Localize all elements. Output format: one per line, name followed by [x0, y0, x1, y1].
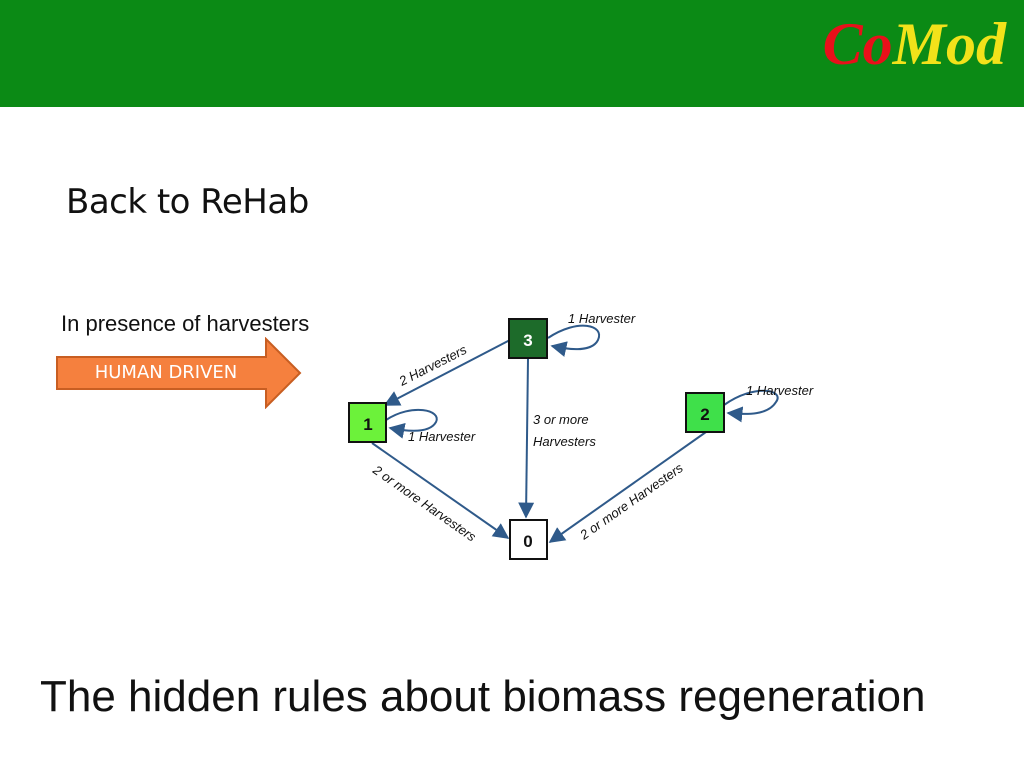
edge-label-2-to-0: 2 or more Harvesters	[576, 460, 686, 543]
state-node-0: 0	[509, 519, 548, 560]
state-label-0: 0	[523, 532, 532, 551]
state-label-3: 3	[523, 331, 532, 350]
state-label-1: 1	[363, 415, 372, 434]
state-node-1: 1	[348, 402, 387, 443]
edge-2-to-0	[548, 431, 707, 543]
edge-3-to-1	[383, 339, 511, 406]
edge-1-to-1	[385, 408, 438, 439]
state-label-2: 2	[700, 405, 709, 424]
edge-3-to-0	[518, 358, 535, 519]
slide-title: The hidden rules about biomass regenerat…	[40, 672, 926, 721]
edge-label-3-to-3: 1 Harvester	[568, 311, 636, 326]
human-driven-arrow	[56, 337, 302, 409]
context-label: In presence of harvesters	[61, 311, 310, 336]
state-node-3: 3	[508, 318, 548, 359]
commod-logo: CoMod	[822, 11, 1006, 77]
edge-label-3-to-0-line1: 3 or more	[533, 412, 589, 427]
edge-label-3-to-0-line2: Harvesters	[533, 434, 596, 449]
edge-label-3-to-1: 2 Harvesters	[396, 342, 470, 390]
edge-1-to-0	[371, 442, 510, 539]
edge-3-to-3	[547, 324, 601, 357]
header-bar: CoMod	[0, 0, 1024, 107]
slide-subtitle: Back to ReHab	[66, 182, 309, 222]
edge-label-1-to-1: 1 Harvester	[408, 429, 476, 444]
state-node-2: 2	[685, 392, 725, 433]
arrow-label: HUMAN DRIVEN	[94, 362, 238, 383]
edge-2-to-2	[723, 389, 779, 423]
edge-label-1-to-0: 2 or more Harvesters	[369, 462, 479, 545]
edge-label-2-to-2: 1 Harvester	[746, 383, 814, 398]
